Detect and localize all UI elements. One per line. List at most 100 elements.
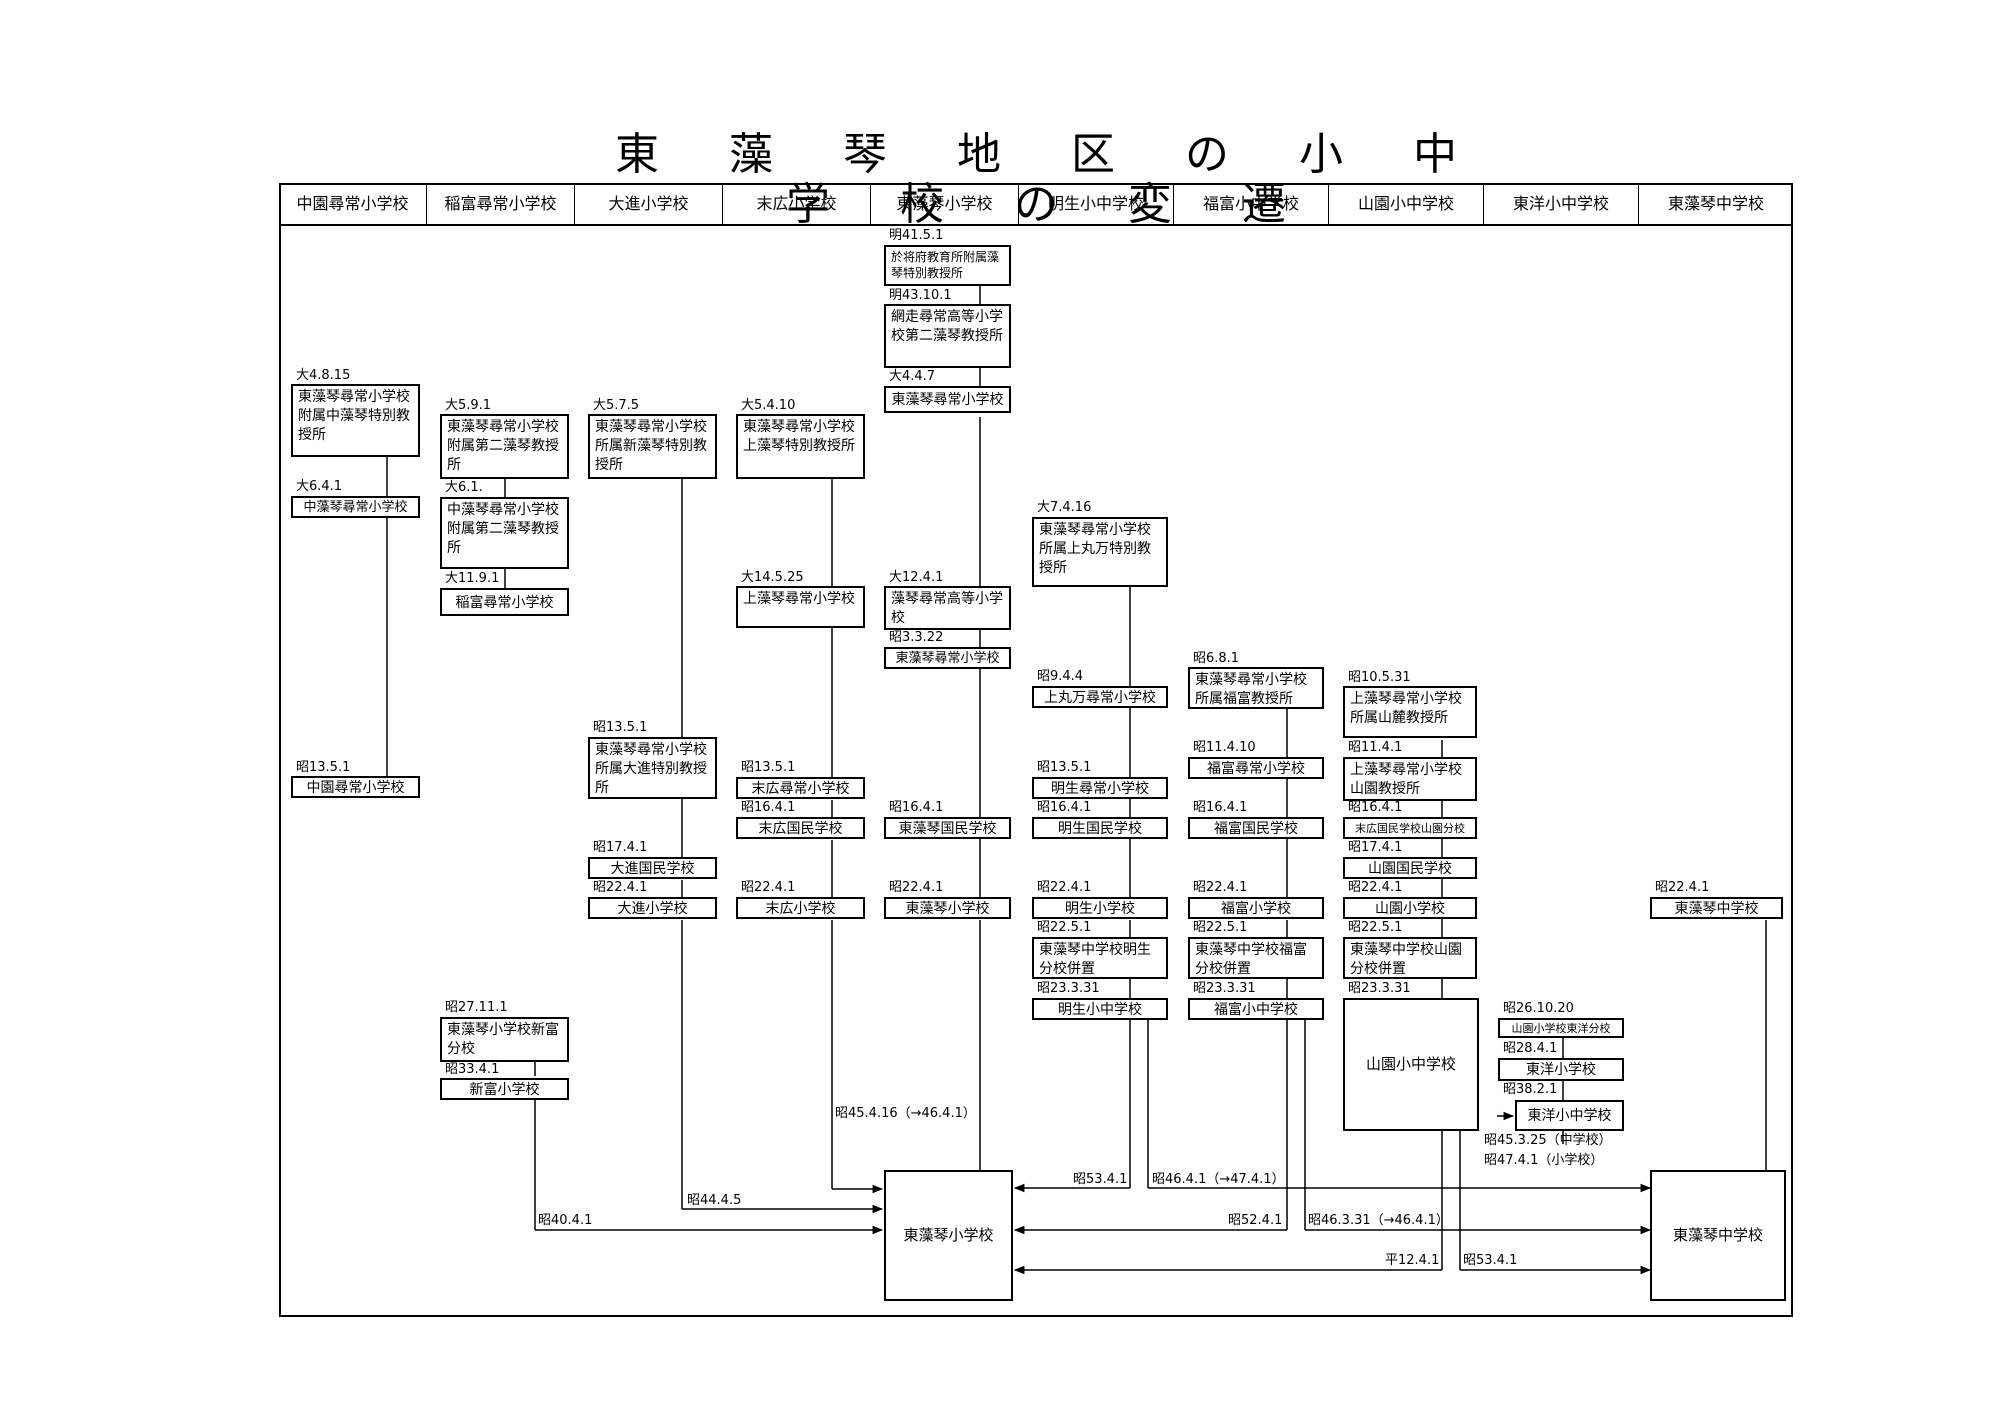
school-box: 東藻琴尋常小学校所属福富教授所 xyxy=(1188,667,1324,709)
column-header-toyo: 東洋小中学校 xyxy=(1484,183,1639,224)
school-box: 末広尋常小学校 xyxy=(736,777,865,799)
date-label: 大5.4.10 xyxy=(741,398,796,413)
merge-date-label: 平12.4.1 xyxy=(1385,1253,1440,1268)
date-label: 昭22.4.1 xyxy=(741,880,796,895)
date-label: 昭22.4.1 xyxy=(1655,880,1710,895)
merged-elementary-school-box: 東藻琴小学校 xyxy=(884,1170,1013,1301)
date-label: 大7.4.16 xyxy=(1037,500,1092,515)
date-label: 大5.9.1 xyxy=(445,398,492,413)
date-label: 大5.7.5 xyxy=(593,398,640,413)
merge-date-label: 昭44.4.5 xyxy=(687,1193,742,1208)
column-header-inatomi: 稲富尋常小学校 xyxy=(427,183,575,224)
merge-date-label: 昭53.4.1 xyxy=(1463,1253,1518,1268)
date-label: 昭16.4.1 xyxy=(889,800,944,815)
date-label: 大12.4.1 xyxy=(889,570,944,585)
school-box: 大進国民学校 xyxy=(588,857,717,879)
date-label: 昭23.3.31 xyxy=(1348,981,1411,996)
school-box: 網走尋常高等小学校第二藻琴教授所 xyxy=(884,304,1011,368)
date-label: 昭22.4.1 xyxy=(1348,880,1403,895)
school-box: 山園小学校東洋分校 xyxy=(1498,1018,1624,1038)
merge-date-label: 昭46.4.1（→47.4.1） xyxy=(1152,1172,1285,1187)
school-box: 上藻琴尋常小学校山園教授所 xyxy=(1343,757,1477,801)
column-header-meisei: 明生小中学校 xyxy=(1019,183,1174,224)
school-box: 中園尋常小学校 xyxy=(291,776,420,798)
date-label: 昭22.5.1 xyxy=(1193,920,1248,935)
school-box: 東藻琴尋常小学校所属上丸万特別教授所 xyxy=(1032,517,1168,587)
date-label: 昭38.2.1 xyxy=(1503,1082,1558,1097)
merge-date-label: 昭46.3.31（→46.4.1） xyxy=(1308,1213,1449,1228)
date-label: 昭13.5.1 xyxy=(741,760,796,775)
school-box: 末広小学校 xyxy=(736,897,865,919)
school-box: 東藻琴尋常小学校所属新藻琴特別教授所 xyxy=(588,414,717,479)
date-label: 昭47.4.1（小学校） xyxy=(1484,1153,1604,1168)
school-box: 明生国民学校 xyxy=(1032,817,1168,839)
column-header-higashimokoto-jhs: 東藻琴中学校 xyxy=(1667,194,1764,213)
date-label: 昭22.4.1 xyxy=(889,880,944,895)
date-label: 昭6.8.1 xyxy=(1193,651,1240,666)
merged-junior-high-school-box: 東藻琴中学校 xyxy=(1650,1170,1786,1301)
date-label: 昭13.5.1 xyxy=(593,720,648,735)
date-label: 昭23.3.31 xyxy=(1037,981,1100,996)
merge-date-label: 昭45.4.16（→46.4.1） xyxy=(835,1106,976,1121)
school-box: 福富小学校 xyxy=(1188,897,1324,919)
school-box: 藻琴尋常高等小学校 xyxy=(884,586,1011,630)
date-label: 昭16.4.1 xyxy=(741,800,796,815)
school-box: 末広国民学校山園分校 xyxy=(1343,817,1477,839)
school-box: 東藻琴尋常小学校 xyxy=(884,386,1011,413)
school-box: 東藻琴中学校福富分校併置 xyxy=(1188,937,1324,979)
school-box: 福富小中学校 xyxy=(1188,998,1324,1020)
date-label: 昭17.4.1 xyxy=(593,840,648,855)
school-box: 明生尋常小学校 xyxy=(1032,777,1168,799)
school-box: 中藻琴尋常小学校附属第二藻琴教授所 xyxy=(440,497,569,569)
school-box: 東藻琴中学校明生分校併置 xyxy=(1032,937,1168,979)
school-box: 東藻琴中学校 xyxy=(1650,897,1783,919)
merge-date-label: 昭53.4.1 xyxy=(1073,1172,1128,1187)
school-box: 明生小中学校 xyxy=(1032,998,1168,1020)
date-label: 大14.5.25 xyxy=(741,570,804,585)
date-label: 昭16.4.1 xyxy=(1193,800,1248,815)
date-label: 昭16.4.1 xyxy=(1037,800,1092,815)
date-label: 昭13.5.1 xyxy=(296,760,351,775)
date-label: 昭23.3.31 xyxy=(1193,981,1256,996)
column-header-yamazono: 山園小中学校 xyxy=(1329,183,1484,224)
school-box: 東藻琴尋常小学校上藻琴特別教授所 xyxy=(736,414,865,479)
school-box: 於将府教育所附属藻琴特別教授所 xyxy=(884,245,1011,286)
school-box: 上藻琴尋常小学校 xyxy=(736,586,865,628)
school-box: 新富小学校 xyxy=(440,1078,569,1100)
column-header-suehiro: 末広小学校 xyxy=(723,183,871,224)
merge-date-label: 昭52.4.1 xyxy=(1228,1213,1283,1228)
merge-date-label: 昭40.4.1 xyxy=(538,1213,593,1228)
date-label: 昭17.4.1 xyxy=(1348,840,1403,855)
school-box: 末広国民学校 xyxy=(736,817,865,839)
school-box: 東洋小中学校 xyxy=(1515,1100,1624,1131)
school-box: 大進小学校 xyxy=(588,897,717,919)
date-label: 昭22.4.1 xyxy=(1193,880,1248,895)
school-box: 山園国民学校 xyxy=(1343,857,1477,879)
date-label: 大4.4.7 xyxy=(889,369,936,384)
date-label: 明41.5.1 xyxy=(889,228,944,243)
date-label: 昭3.3.22 xyxy=(889,630,944,645)
date-label: 大4.8.15 xyxy=(296,368,351,383)
school-box: 福富国民学校 xyxy=(1188,817,1324,839)
date-label: 昭11.4.1 xyxy=(1348,740,1403,755)
date-label: 昭28.4.1 xyxy=(1503,1041,1558,1056)
column-header-nakazono: 中園尋常小学校 xyxy=(279,183,427,224)
date-label: 昭26.10.20 xyxy=(1503,1001,1574,1016)
date-label: 昭9.4.4 xyxy=(1037,669,1084,684)
school-box: 上藻琴尋常小学校所属山麓教授所 xyxy=(1343,686,1477,738)
school-box: 福富尋常小学校 xyxy=(1188,757,1324,779)
school-box: 東藻琴小学校 xyxy=(884,897,1011,919)
school-box: 明生小学校 xyxy=(1032,897,1168,919)
date-label: 昭45.3.25（中学校） xyxy=(1484,1133,1612,1148)
school-box: 中藻琴尋常小学校 xyxy=(291,496,420,518)
date-label: 昭16.4.1 xyxy=(1348,800,1403,815)
date-label: 昭13.5.1 xyxy=(1037,760,1092,775)
school-box: 東藻琴国民学校 xyxy=(884,817,1011,839)
date-label: 昭22.4.1 xyxy=(1037,880,1092,895)
column-header-row: 中園尋常小学校 稲富尋常小学校 大進小学校 末広小学校 東藻琴小学校 明生小中学… xyxy=(279,183,1793,226)
date-label: 昭33.4.1 xyxy=(445,1062,500,1077)
date-label: 昭11.4.10 xyxy=(1193,740,1256,755)
school-box: 稲富尋常小学校 xyxy=(440,588,569,616)
date-label: 昭22.4.1 xyxy=(593,880,648,895)
